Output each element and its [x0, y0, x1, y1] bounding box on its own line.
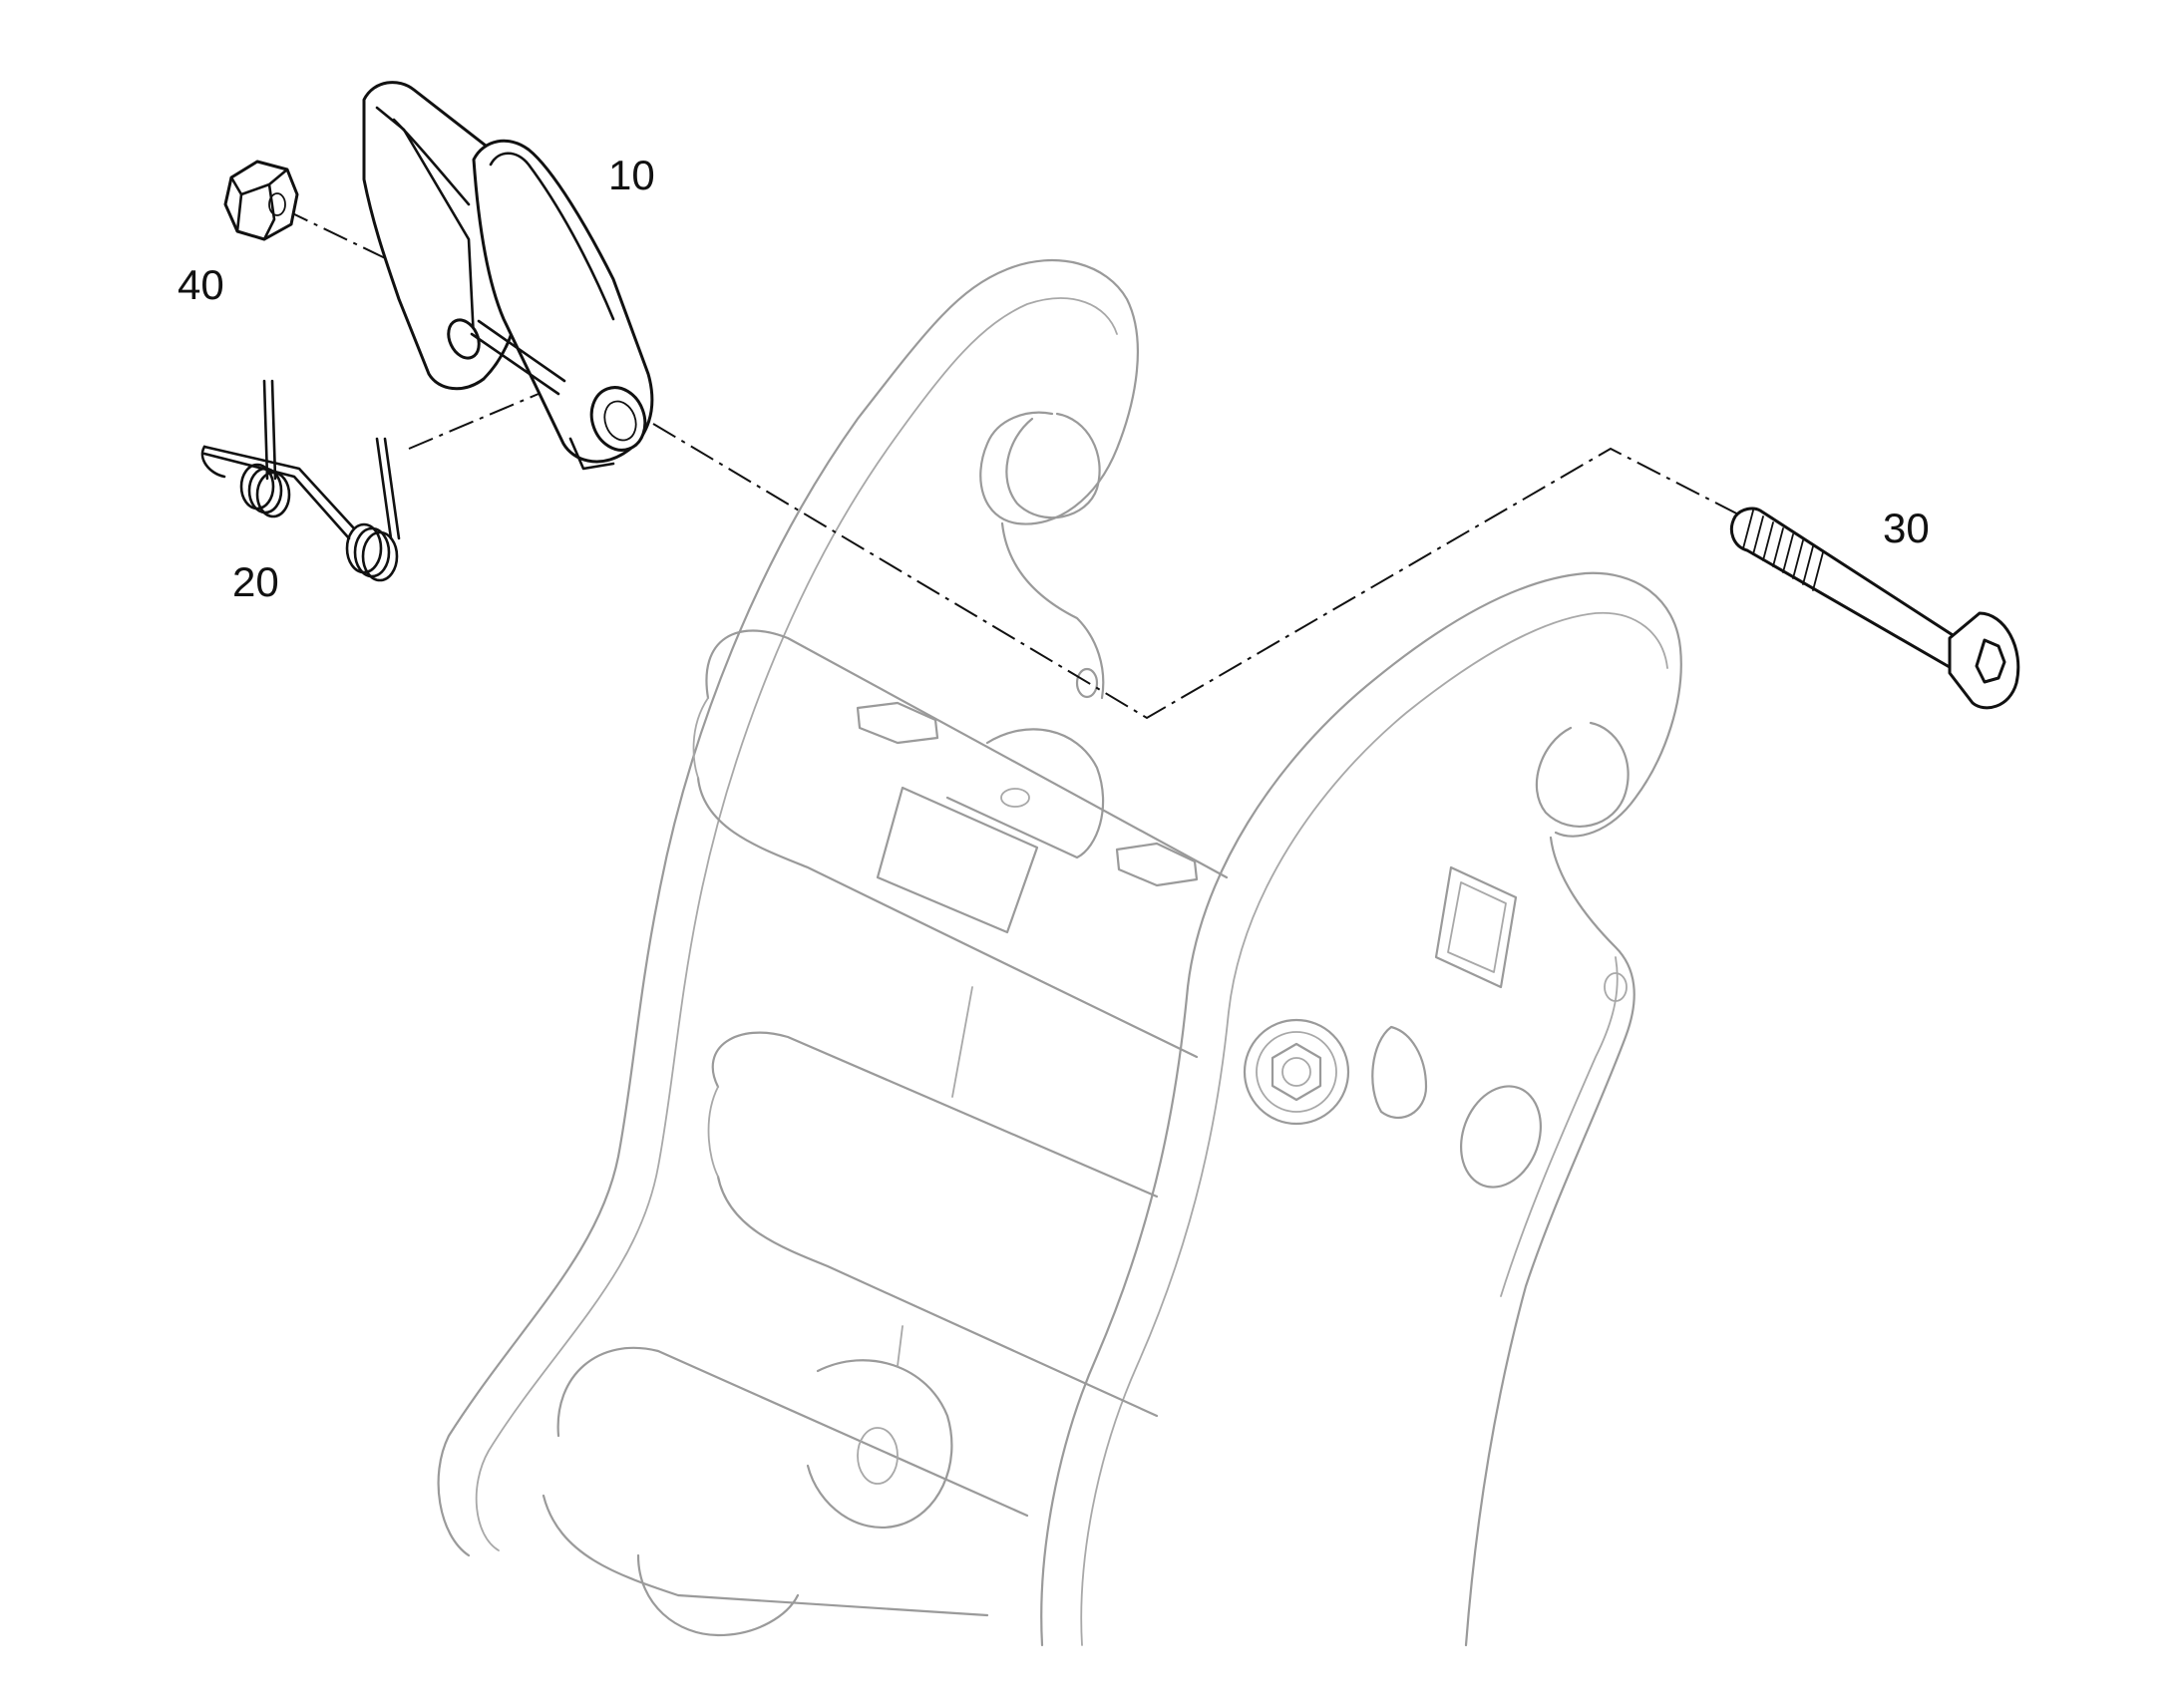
hex-nut-part	[223, 160, 299, 241]
bracket-left-lower	[1000, 521, 1105, 700]
lower-cross-tube	[556, 1346, 1029, 1518]
latch-rear-rib	[392, 118, 471, 206]
bracket-left-hook	[1005, 412, 1101, 519]
bolt-hex-socket	[1975, 638, 2006, 684]
upper-cross-tube-end	[692, 697, 709, 779]
middle-cross-tube	[711, 1031, 1159, 1198]
middle-cross-tube-bottom	[716, 1175, 1159, 1418]
spring-right-leg	[375, 437, 401, 540]
bracket-oval-hole	[1460, 1085, 1542, 1189]
callout-latch: 10	[608, 152, 655, 198]
latch-part	[362, 81, 654, 471]
pivot-boss-socket	[1281, 1057, 1311, 1087]
bracket-right-edge-inner	[1500, 956, 1619, 1297]
tube-nut-right	[1115, 842, 1199, 887]
bracket-left-plate-inner	[475, 297, 1118, 1551]
spring-hook	[200, 445, 226, 479]
bracket-right-plate	[1040, 571, 1682, 1647]
lower-tube-web	[897, 1325, 904, 1367]
pivot-boss-hex	[1271, 1042, 1322, 1102]
latch-pin	[470, 319, 566, 396]
lower-cross-tube-bottom	[542, 1494, 989, 1617]
callout-nut: 40	[178, 261, 224, 308]
hex-nut-outline	[223, 160, 299, 241]
latch-front-arm-edge	[489, 152, 615, 321]
upper-cylinder	[945, 728, 1105, 859]
tube-grease-fitting	[1000, 788, 1030, 808]
callout-labels: 10 40 20 30	[178, 152, 1930, 605]
lower-roller	[806, 1359, 953, 1529]
pivot-boss-outer	[1243, 1018, 1350, 1126]
bracket-window-inner	[1447, 881, 1507, 973]
countersunk-bolt-part	[1730, 507, 2020, 710]
spring-coil-left-3	[255, 471, 291, 518]
bracket-left-plate	[437, 258, 1140, 1557]
latch-rear-arm-edge	[375, 106, 476, 341]
bracket-teardrop-hole	[1371, 1025, 1428, 1119]
latch-rear-pin-hole	[447, 318, 481, 360]
leader-bolt-path	[652, 423, 1751, 720]
bracket-small-hole	[1604, 972, 1628, 1002]
spring-coil-right-3	[361, 530, 399, 582]
bracket-right-edge	[1464, 836, 1635, 1647]
callout-spring: 20	[232, 558, 279, 605]
tube-nut-left	[856, 701, 939, 745]
latch-front-arm	[472, 139, 654, 464]
bracket-assembly	[437, 258, 1682, 1647]
lower-roller-bore	[857, 1427, 899, 1485]
middle-tube-web	[951, 986, 973, 1098]
torsion-spring-part	[200, 379, 401, 582]
hex-nut-bore	[268, 192, 286, 216]
latch-front-bore-inner	[603, 400, 637, 442]
bracket-window	[1434, 865, 1518, 989]
bracket-right-hook	[1535, 721, 1630, 828]
callout-bolt: 30	[1883, 505, 1930, 551]
latch-tab	[568, 437, 615, 471]
upper-cross-tube	[705, 629, 1229, 879]
bracket-right-plate-inner	[1080, 611, 1668, 1646]
bolt-shank	[1730, 507, 1969, 672]
leader-spring	[408, 393, 540, 450]
upper-cross-tube-bottom	[696, 776, 1199, 1059]
middle-cross-tube-end	[707, 1086, 719, 1178]
latch-front-bore	[589, 386, 647, 452]
upper-cylinder-face	[876, 786, 1039, 934]
lower-roller-side	[636, 1553, 800, 1637]
bolt-threads	[1742, 510, 1824, 591]
left-plate-pin-hole	[1075, 667, 1099, 699]
spring-loop-arm	[202, 445, 356, 540]
pivot-boss-mid	[1256, 1031, 1337, 1113]
